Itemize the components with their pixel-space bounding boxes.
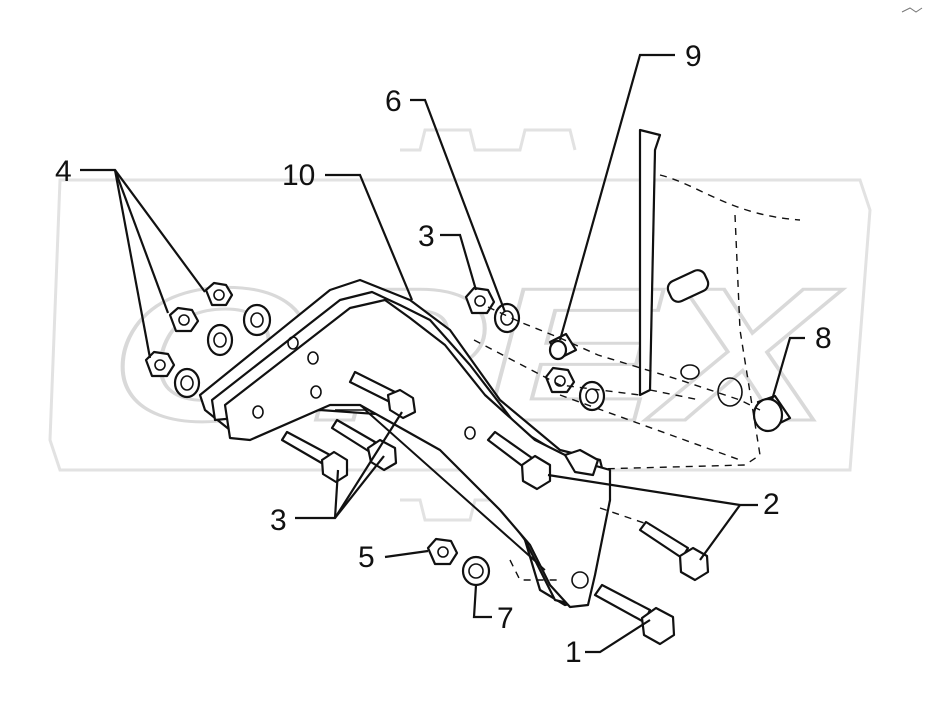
assembly-guide-lines — [473, 306, 761, 581]
callout-3-top: 3 — [418, 220, 435, 253]
washer-left-1 — [242, 303, 272, 337]
nut-lower-left-group — [144, 350, 176, 378]
callout-6: 6 — [385, 85, 402, 118]
bolt-middle-lower — [330, 418, 398, 472]
callout-7: 7 — [497, 602, 514, 635]
mounting-plate — [559, 128, 801, 471]
callout-8: 8 — [815, 322, 832, 355]
callout-1: 1 — [565, 636, 582, 669]
bolt-right — [638, 520, 710, 582]
callout-10: 10 — [282, 159, 315, 192]
bolt-upper-right — [348, 370, 417, 420]
bushing-small — [548, 332, 578, 361]
bracket-assembly — [198, 278, 612, 609]
nut-middle-left-group — [168, 306, 200, 333]
nut-upper-middle — [464, 286, 496, 315]
washer-left-2 — [206, 323, 234, 357]
nut-lower — [426, 537, 459, 566]
leader-lines — [80, 53, 805, 654]
callout-5: 5 — [358, 541, 375, 574]
callout-2: 2 — [763, 488, 780, 521]
washer-lower — [461, 555, 491, 587]
nut-top-left-group — [204, 281, 234, 307]
callout-4: 4 — [55, 155, 72, 188]
corner-mark — [901, 7, 923, 13]
callout-3-left: 3 — [270, 504, 287, 537]
bolt-left-lower — [280, 430, 349, 484]
washer-right-middle — [578, 380, 606, 412]
callout-9: 9 — [685, 40, 702, 73]
bolt-center — [486, 430, 552, 491]
bushing-large — [717, 377, 792, 433]
nut-right-middle — [544, 366, 576, 394]
washer-left-3 — [173, 367, 201, 399]
bolt-bottom — [593, 583, 676, 646]
washer-upper-middle — [493, 302, 521, 334]
